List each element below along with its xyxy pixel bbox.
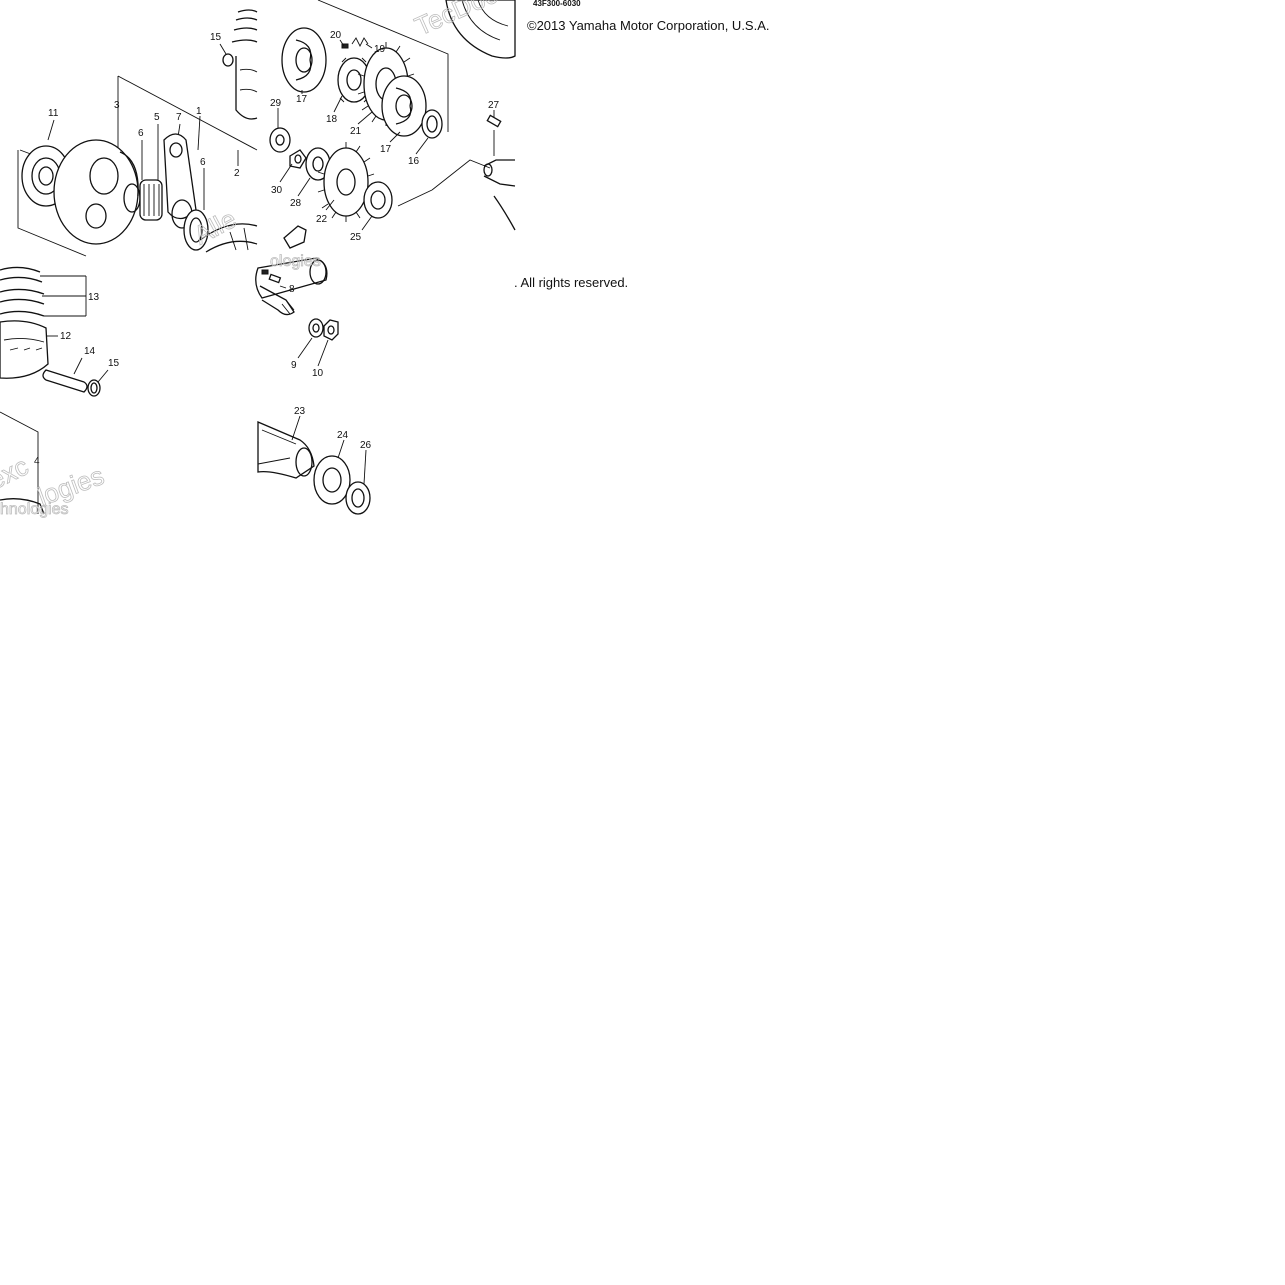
- callout-4: 4: [34, 456, 40, 467]
- callout-10: 10: [312, 368, 324, 379]
- callout-7: 7: [176, 112, 182, 123]
- callout-19: 19: [374, 44, 386, 55]
- callout-24: 24: [337, 430, 349, 441]
- part-code: 43F300-6030: [533, 0, 581, 8]
- callout-18: 18: [326, 114, 338, 125]
- callout-22: 22: [316, 214, 328, 225]
- callout-17-top: 17: [296, 94, 308, 105]
- callout-3: 3: [114, 100, 120, 111]
- copyright-line: ©2013 Yamaha Motor Corporation, U.S.A.: [527, 18, 770, 33]
- callout-25: 25: [350, 232, 362, 243]
- callout-12: 12: [60, 331, 72, 342]
- tile-crankshaft: 15 3 11 6 5 7 1 6 2 Alle: [17, 9, 258, 257]
- callout-6-right: 6: [200, 157, 206, 168]
- rights-reserved-line: . All rights reserved.: [514, 275, 628, 290]
- callout-30: 30: [271, 185, 283, 196]
- callout-27: 27: [488, 100, 500, 111]
- callout-14: 14: [84, 346, 96, 357]
- callout-5: 5: [154, 112, 160, 123]
- callout-15-bottom: 15: [108, 358, 120, 369]
- callout-6-left: 6: [138, 128, 144, 139]
- callout-29: 29: [270, 98, 282, 109]
- tile-shaft-end: 8 9 10 23 24 26 ologies: [255, 253, 372, 515]
- callout-21: 21: [350, 126, 362, 137]
- tile-gears: 20 19 17 18 21 17 16 29 30 28 22 25 27 T…: [269, 0, 516, 249]
- callout-2: 2: [234, 168, 240, 179]
- callout-11: 11: [48, 108, 59, 119]
- callout-28: 28: [290, 198, 302, 209]
- callout-1: 1: [196, 106, 202, 117]
- callout-23: 23: [294, 406, 306, 417]
- callout-15-top: 15: [210, 32, 222, 43]
- watermark-ologies: ologies: [270, 253, 321, 270]
- tile-piston: 13 12 14 15 4 exc logies hnologies: [0, 266, 120, 518]
- callout-17-bottom: 17: [380, 144, 392, 155]
- callout-8: 8: [289, 284, 295, 295]
- callout-9: 9: [291, 360, 297, 371]
- watermark-hnologies: hnologies: [0, 501, 69, 518]
- watermark-exc: exc: [0, 451, 33, 496]
- callout-13: 13: [88, 292, 100, 303]
- callout-26: 26: [360, 440, 372, 451]
- callout-20: 20: [330, 30, 342, 41]
- callout-16: 16: [408, 156, 420, 167]
